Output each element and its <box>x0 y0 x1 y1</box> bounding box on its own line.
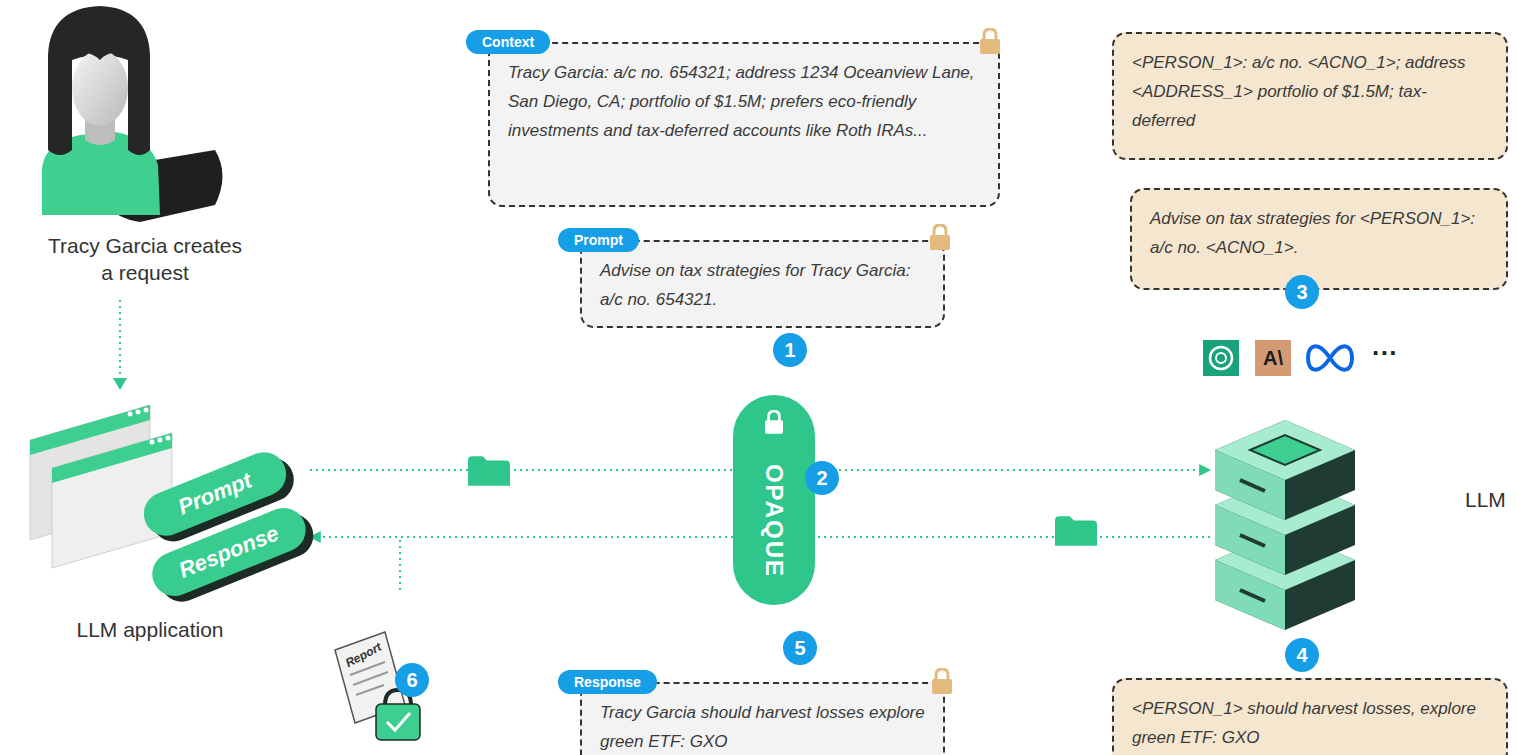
gateway-pill: OPAQUE <box>733 395 815 605</box>
node-text: Prompt <box>174 468 255 521</box>
node-text: OPAQUE <box>760 464 788 578</box>
box-tag: Context <box>466 30 550 54</box>
lock-icon <box>932 669 952 694</box>
app-window: LLM application PromptResponse <box>20 400 310 650</box>
server-stack <box>1215 420 1355 630</box>
node-text: <PERSON_1>: a/c no. <ACNO_1>; address <A… <box>1132 48 1488 135</box>
flow-connector <box>310 469 733 471</box>
callout-number: 2 <box>805 461 839 495</box>
context-box: ContextTracy Garcia: a/c no. 654321; add… <box>488 42 1000 207</box>
actor-caption: Tracy Garcia creates a request <box>40 232 250 286</box>
callout-number: 1 <box>773 333 807 367</box>
callout-number: 3 <box>1285 275 1319 309</box>
arrowhead <box>113 378 127 390</box>
node-text: Tracy Garcia should harvest losses explo… <box>600 698 925 755</box>
prompt-box: PromptAdvise on tax strategies for Tracy… <box>580 240 945 328</box>
more-marker: ··· <box>1372 338 1398 369</box>
folder-icon <box>1055 516 1097 545</box>
node-text: Advise on tax strategies for <PERSON_1>:… <box>1150 204 1488 262</box>
request-line <box>119 300 121 380</box>
app-windows <box>30 405 172 568</box>
masked-response-box: <PERSON_1> should harvest losses, explor… <box>1112 678 1508 755</box>
flow-connector <box>310 536 733 538</box>
lock-icon <box>980 29 1000 54</box>
anthropic-logo: A\ <box>1255 340 1291 376</box>
lock-icon <box>930 225 950 250</box>
node-text: LLM <box>1465 488 1506 512</box>
person-figure <box>42 6 223 222</box>
box-tag: Prompt <box>558 228 639 252</box>
openai-logo <box>1203 340 1239 376</box>
callout-number: 4 <box>1285 638 1319 672</box>
leader-line <box>399 540 401 590</box>
callout-number: 6 <box>395 663 429 697</box>
box-tag: Response <box>558 670 657 694</box>
masked-prompt-box: Advise on tax strategies for <PERSON_1>:… <box>1130 188 1508 290</box>
masked-context-box: <PERSON_1>: a/c no. <ACNO_1>; address <A… <box>1112 32 1508 160</box>
flow-connector <box>815 469 1210 471</box>
flow-connector <box>815 536 1210 538</box>
report-text: Report <box>343 640 384 671</box>
node-text: <PERSON_1> should harvest losses, explor… <box>1132 694 1488 752</box>
node-text: Advise on tax strategies for Tracy Garci… <box>600 256 925 314</box>
node-text: LLM application <box>20 618 280 642</box>
callout-number: 5 <box>783 631 817 665</box>
response-box: ResponseTracy Garcia should harvest loss… <box>580 682 945 755</box>
meta-logo <box>1308 346 1352 369</box>
node-text: Response <box>175 520 282 583</box>
llm-server: LLM <box>1210 400 1510 615</box>
node-text: Tracy Garcia: a/c no. 654321; address 12… <box>508 58 980 145</box>
lock-icon <box>765 411 783 434</box>
